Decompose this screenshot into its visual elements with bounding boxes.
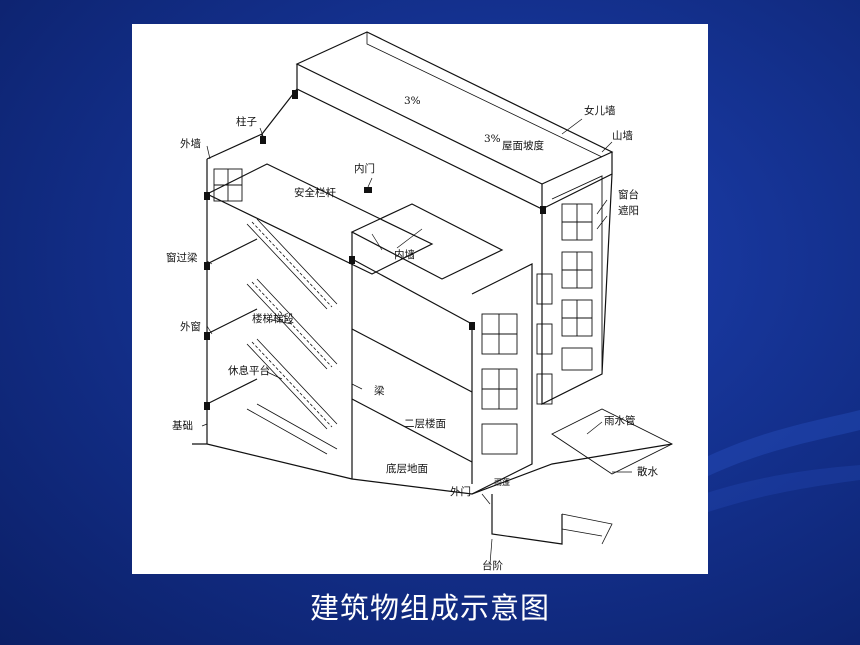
label-canopy: 雨篷: [494, 478, 510, 487]
label-column: 柱子: [236, 116, 257, 128]
label-second-floor: 二层楼面: [404, 418, 446, 430]
label-sunshade: 遮阳: [618, 205, 639, 217]
label-parapet: 女儿墙: [584, 105, 616, 117]
caption: 建筑物组成示意图: [309, 591, 550, 625]
label-inner-door: 内门: [354, 163, 375, 175]
label-inner-wall: 内墙: [394, 249, 415, 261]
label-slope-mid: 3%: [484, 133, 501, 145]
label-stair-flight: 楼梯梯段: [252, 313, 294, 325]
label-landing: 休息平台: [228, 365, 270, 377]
label-exterior-window: 外窗: [180, 321, 201, 333]
label-exterior-wall: 外墙: [180, 138, 201, 150]
label-window-sill: 窗台: [618, 189, 639, 201]
label-foundation: 基础: [172, 420, 193, 432]
label-gable-wall: 山墙: [612, 130, 633, 142]
label-exterior-door: 外门: [450, 486, 471, 498]
label-roof-slope: 屋面坡度: [502, 140, 544, 152]
building-drawing: [192, 31, 674, 565]
label-beam: 梁: [374, 385, 385, 397]
diagram-panel: 3% 3% 屋面坡度 女儿墙 山墙 柱子 外墙 内门 安全栏杆 窗台 遮阳 窗过…: [132, 24, 708, 574]
label-ground-floor: 底层地面: [386, 463, 428, 475]
label-lintel: 窗过梁: [166, 252, 198, 264]
label-slope-top: 3%: [404, 95, 421, 107]
label-safety-railing: 安全栏杆: [294, 187, 336, 199]
label-rain-pipe: 雨水管: [604, 415, 636, 427]
label-steps: 台阶: [482, 560, 503, 572]
label-apron: 散水: [637, 466, 658, 478]
